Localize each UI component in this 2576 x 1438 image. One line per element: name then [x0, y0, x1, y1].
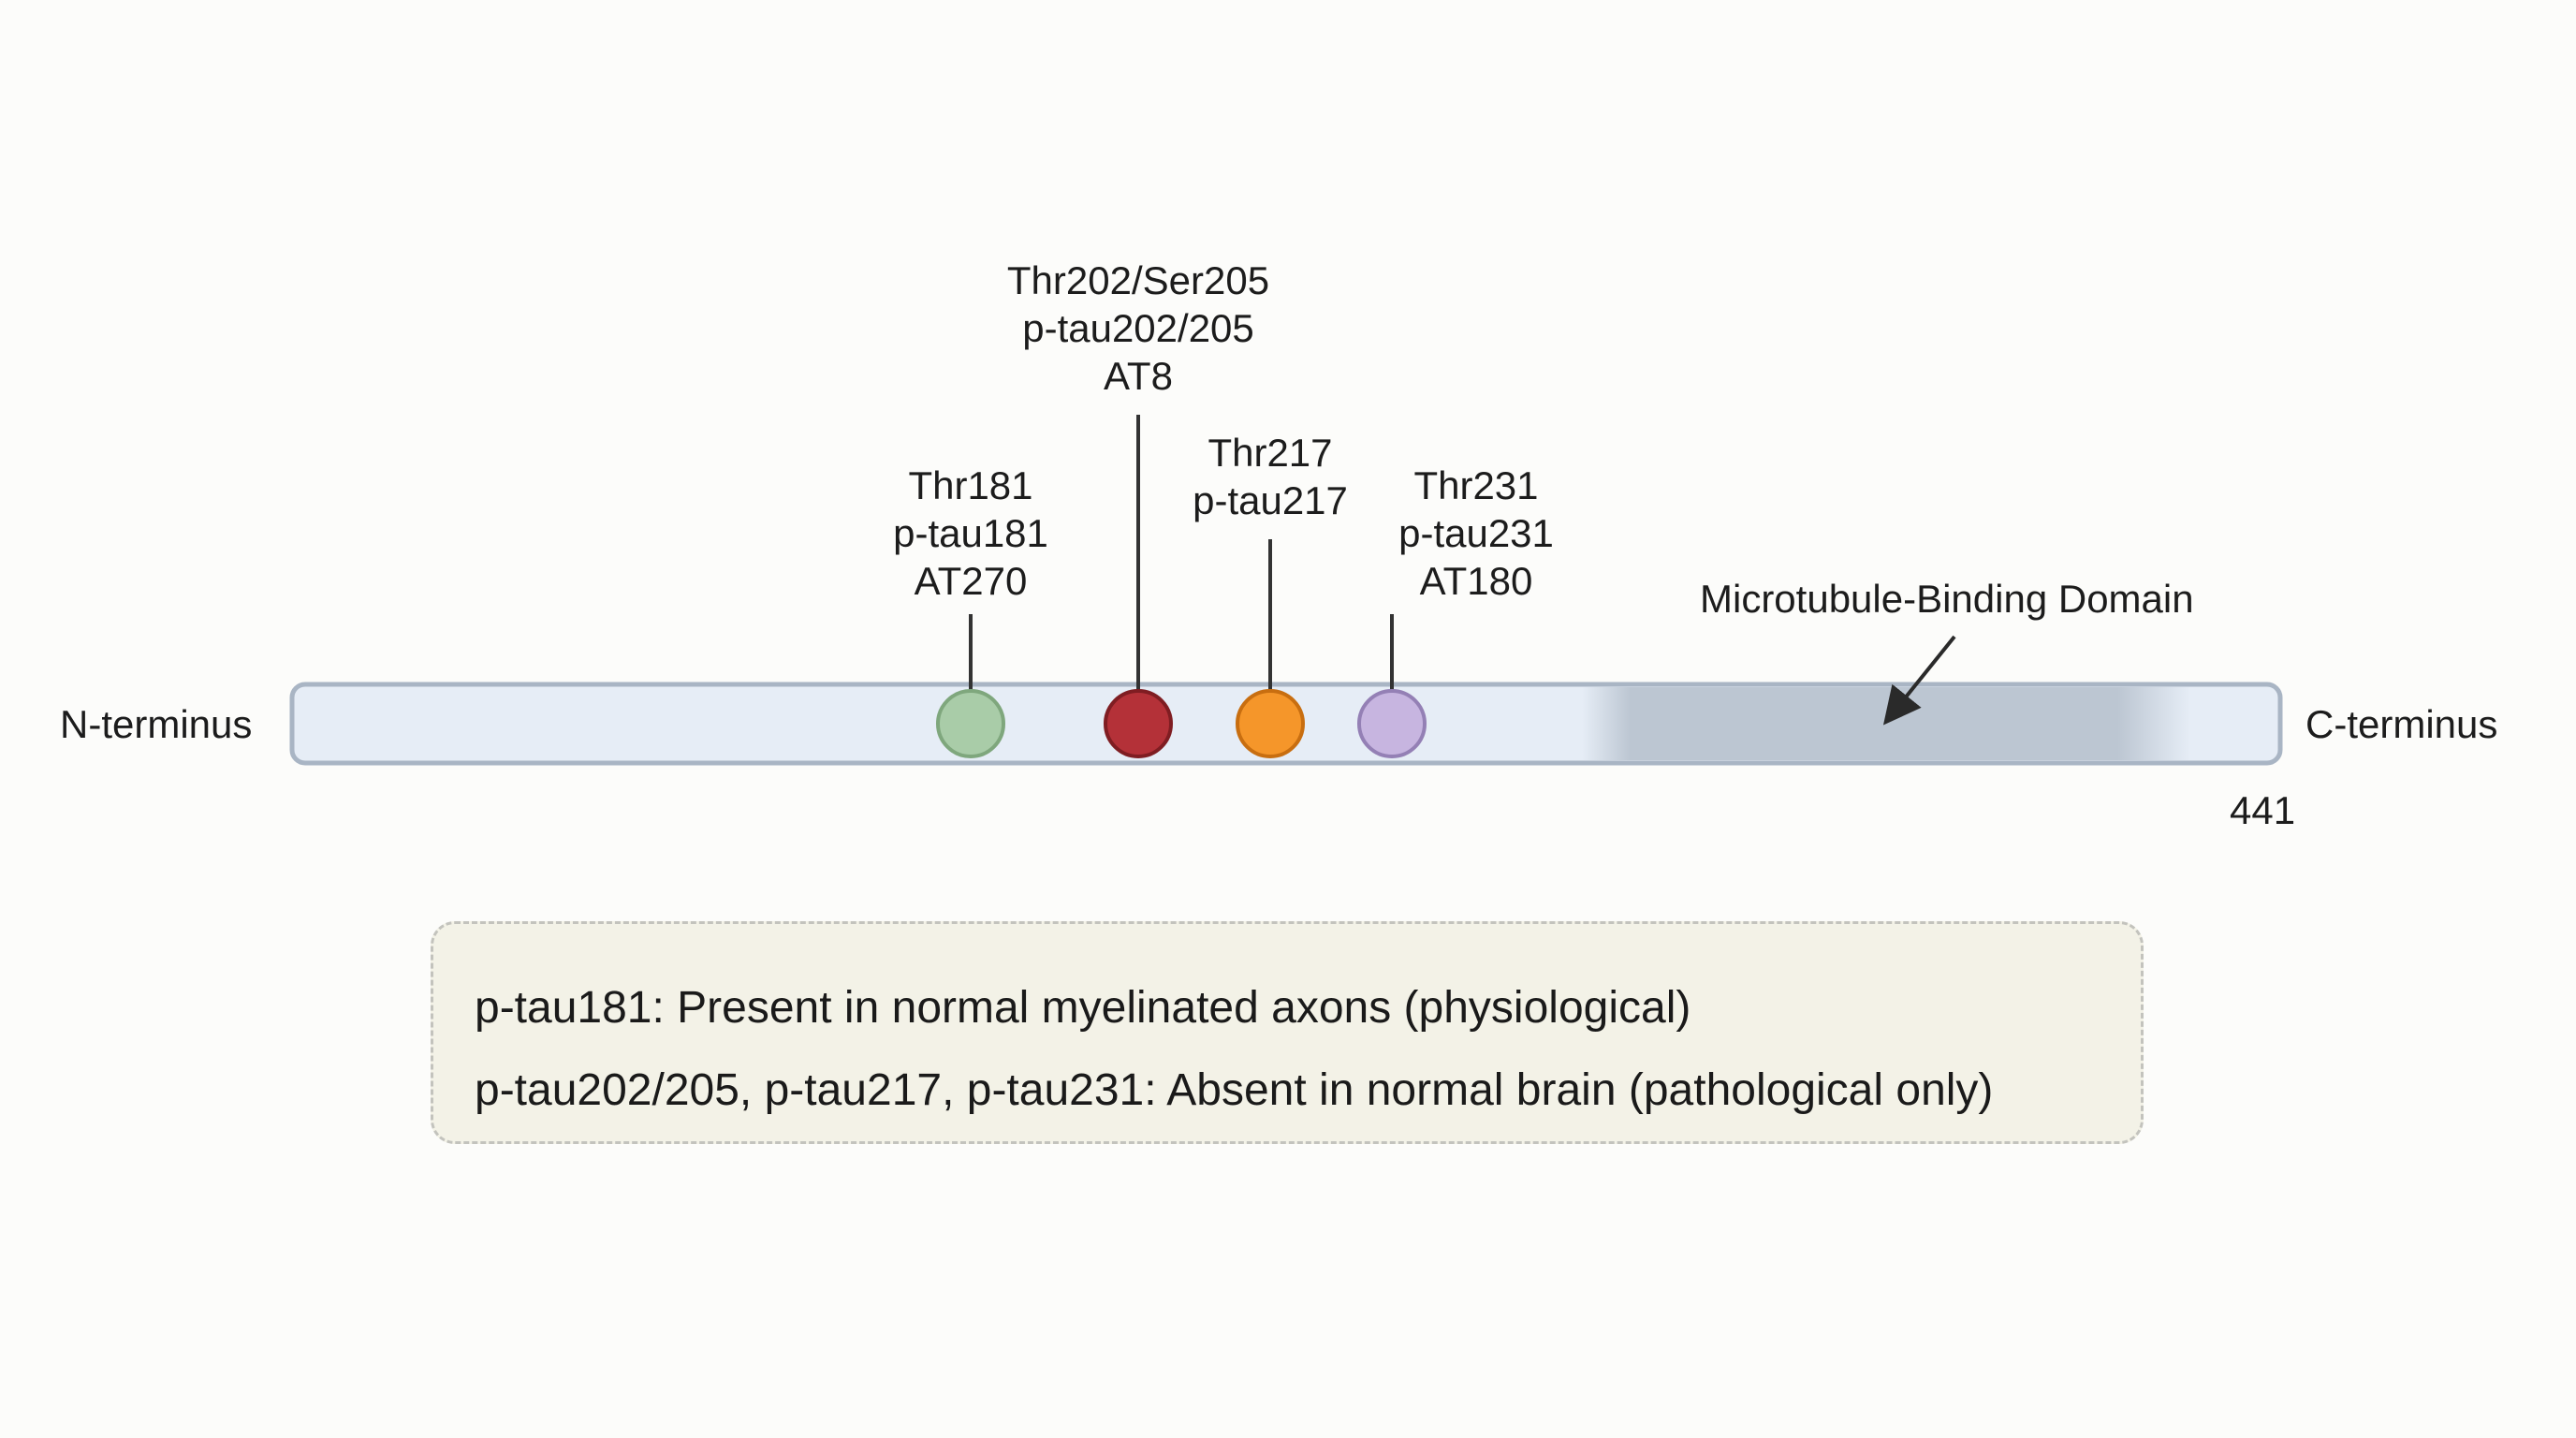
microtubule-binding-domain-label: Microtubule-Binding Domain [1700, 577, 2194, 621]
site-label-line: p-tau217 [1193, 478, 1348, 522]
site-label-line: AT8 [1104, 354, 1173, 398]
site-thr231-marker [1357, 689, 1427, 758]
site-label-thr202-ser205: Thr202/Ser205 p-tau202/205 AT8 [1007, 257, 1269, 400]
site-label-line: p-tau202/205 [1022, 306, 1254, 350]
site-label-line: AT180 [1419, 559, 1533, 603]
sequence-length-label: 441 [2230, 788, 2296, 832]
site-thr217-marker [1236, 689, 1305, 758]
site-label-line: Thr231 [1413, 463, 1539, 507]
c-terminus-label: C-terminus [2305, 702, 2498, 746]
site-thr202-ser205-marker [1104, 689, 1173, 758]
phosphorylation-sites [936, 415, 1427, 758]
site-label-thr181: Thr181 p-tau181 AT270 [893, 462, 1048, 605]
domain-arrow [1882, 635, 1956, 726]
n-terminus-label: N-terminus [60, 702, 253, 746]
site-label-line: Thr217 [1208, 431, 1333, 475]
microtubule-binding-domain-region [1582, 687, 2190, 760]
site-label-line: Thr202/Ser205 [1006, 258, 1270, 302]
site-label-thr231: Thr231 p-tau231 AT180 [1398, 462, 1554, 605]
site-thr181-marker [936, 689, 1005, 758]
legend-box: p-tau181: Present in normal myelinated a… [431, 921, 2144, 1144]
site-label-line: Thr181 [908, 463, 1033, 507]
site-label-thr217: Thr217 p-tau217 [1193, 429, 1348, 524]
legend-line-physiological: p-tau181: Present in normal myelinated a… [475, 983, 1691, 1033]
site-label-line: p-tau181 [893, 511, 1048, 555]
legend-line-pathological: p-tau202/205, p-tau217, p-tau231: Absent… [475, 1065, 1994, 1115]
site-label-line: p-tau231 [1398, 511, 1554, 555]
site-label-line: AT270 [914, 559, 1028, 603]
